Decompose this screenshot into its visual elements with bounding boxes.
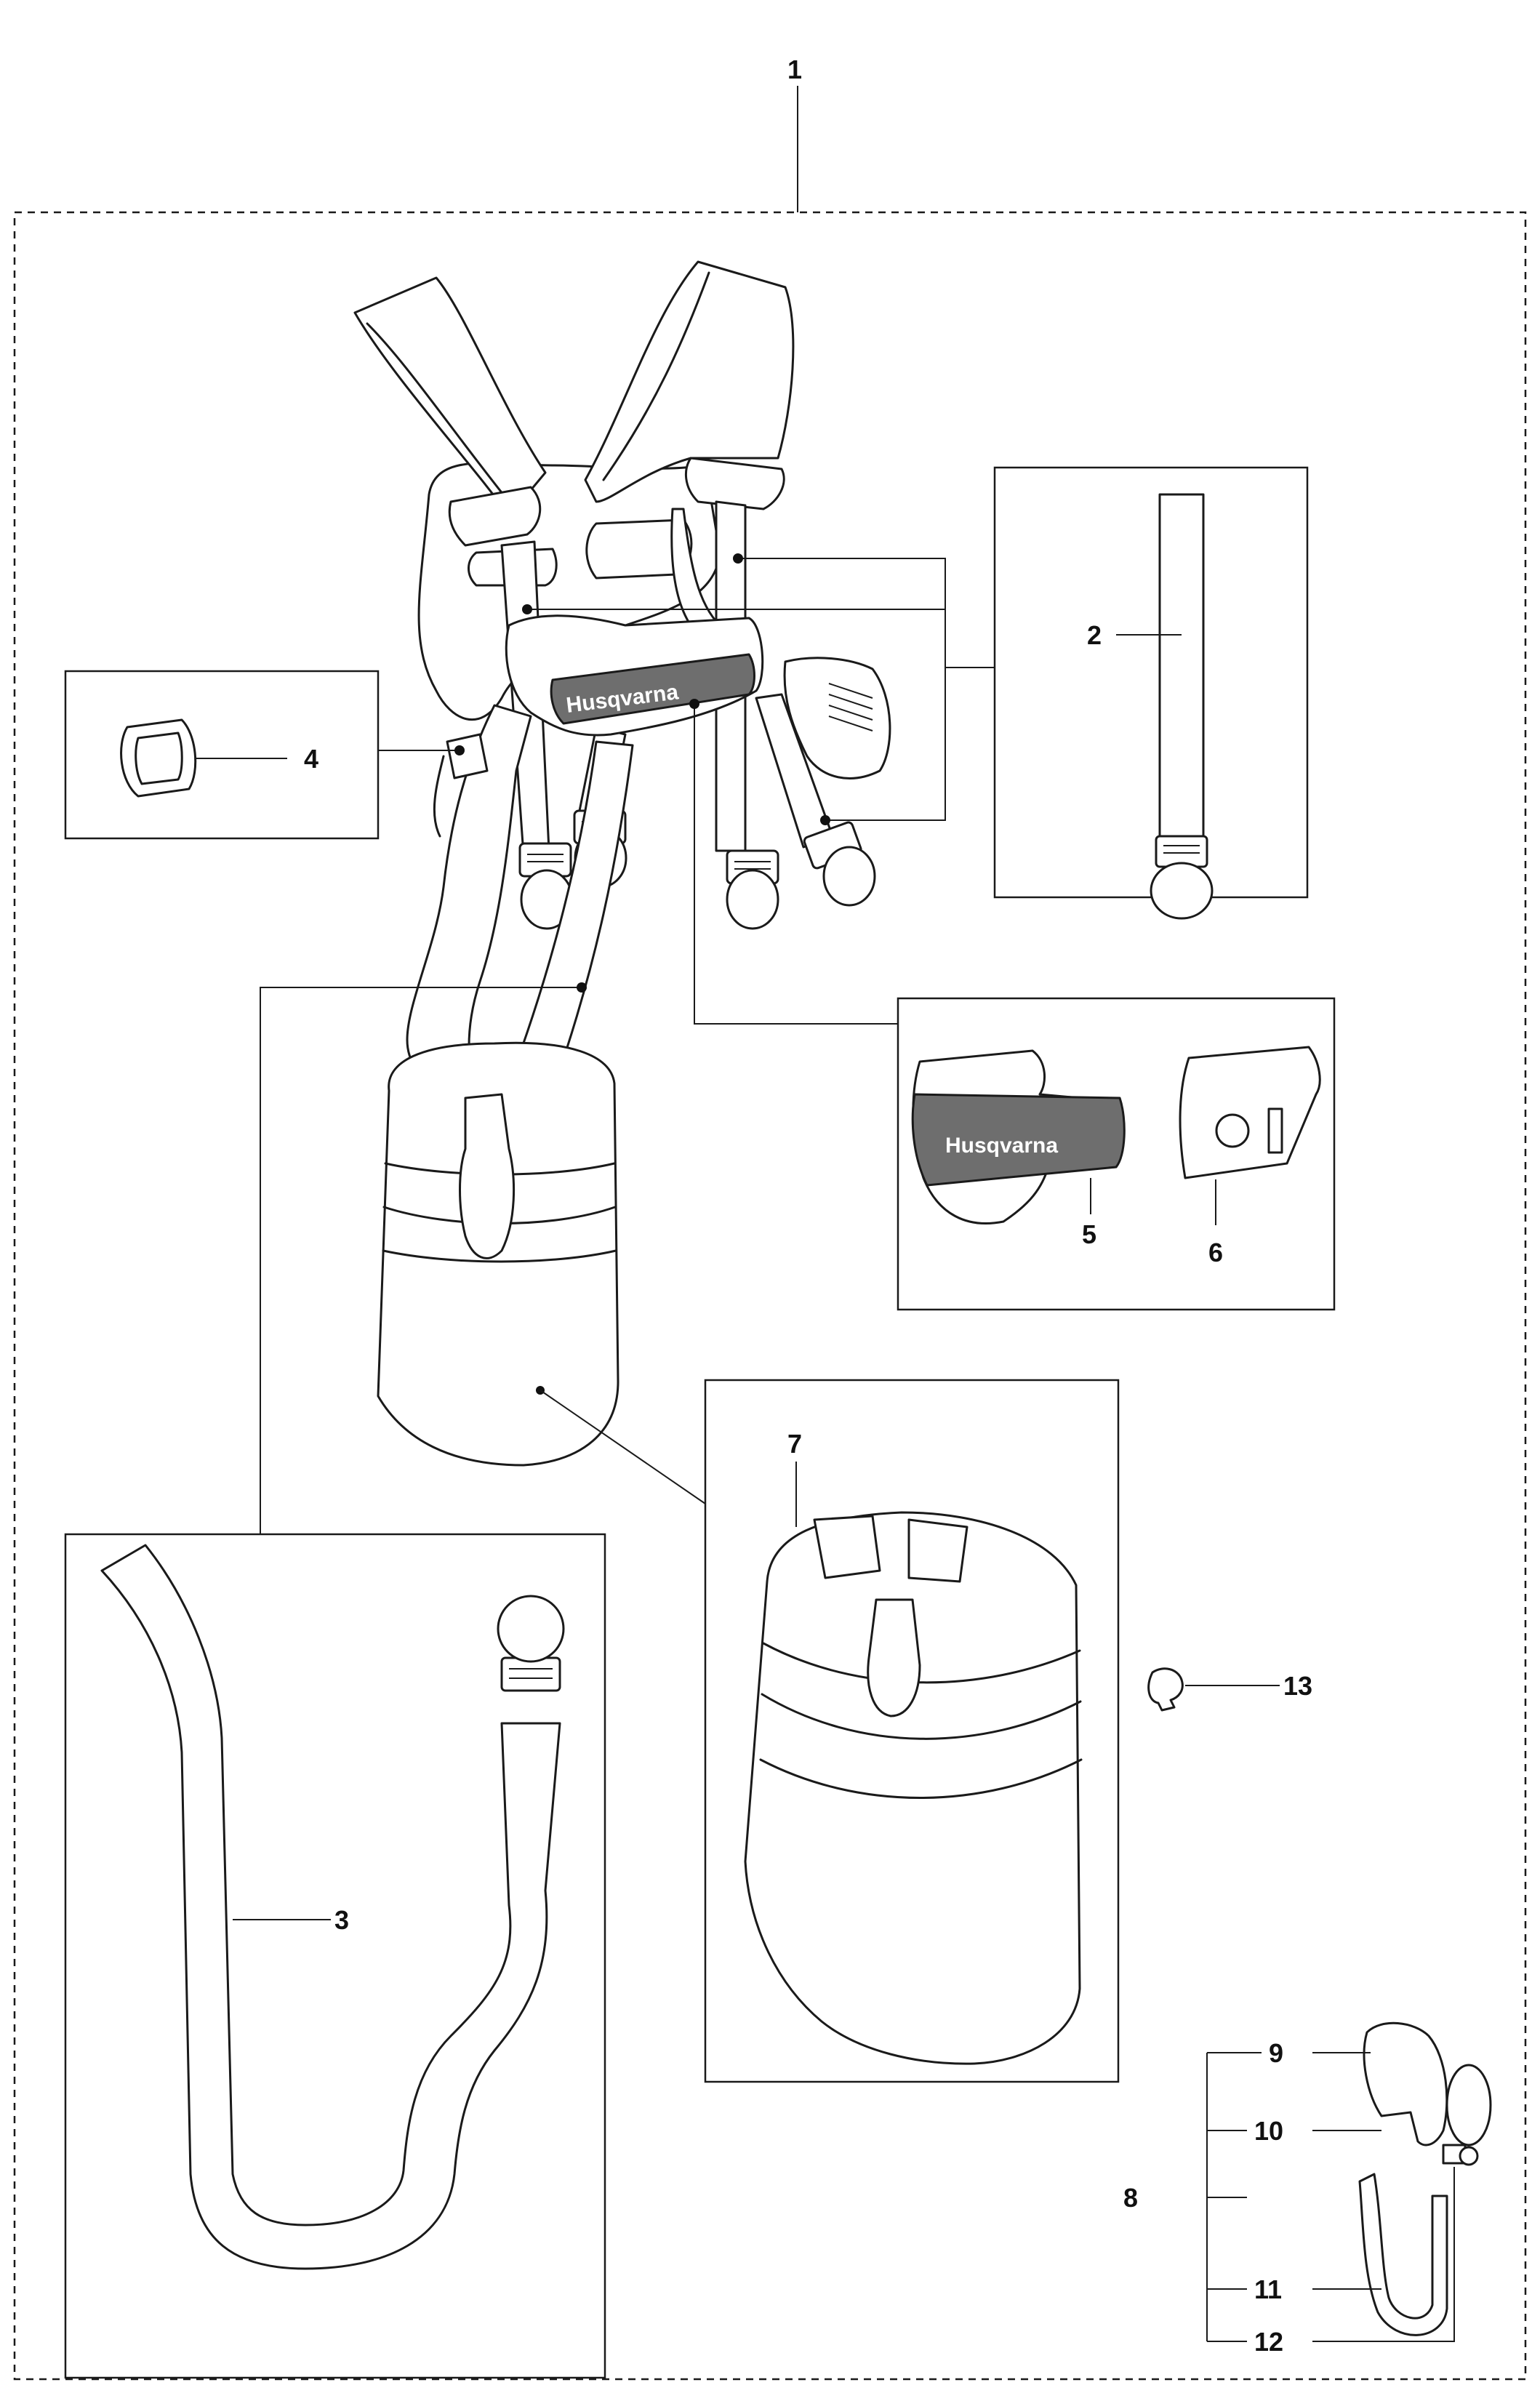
part-13: 13 <box>1147 1667 1312 1712</box>
side-adjuster <box>446 733 489 779</box>
part-7-straps-top <box>813 1515 881 1579</box>
part-13-screw <box>1147 1667 1184 1712</box>
part-7-bag <box>744 1511 1081 2065</box>
right-shoulder-buckle <box>684 457 785 510</box>
right-hip-pad <box>783 657 891 779</box>
harness-main: Husqvarna <box>353 260 891 1107</box>
part-7-clip <box>867 1598 921 1717</box>
box-part-2: 2 <box>993 466 1309 920</box>
tool-bag-main <box>377 1041 619 1467</box>
leader-to-2 <box>738 558 995 668</box>
frame-part-7 <box>704 1379 1120 2083</box>
frame-part-2 <box>993 466 1309 899</box>
callout-5: 5 <box>1082 1219 1096 1249</box>
part-6-pad <box>1179 1046 1321 1179</box>
callout-11: 11 <box>1254 2274 1282 2304</box>
box-part-7: 7 <box>704 1379 1120 2083</box>
callout-8: 8 <box>1123 2183 1138 2213</box>
left-shoulder-buckle <box>448 486 542 547</box>
hook-wire <box>1358 2173 1448 2336</box>
callout-4: 4 <box>304 744 318 774</box>
callout-2: 2 <box>1087 620 1102 650</box>
box-part-4: 4 <box>64 670 380 840</box>
callout-1: 1 <box>787 55 802 84</box>
callout-3: 3 <box>334 1905 349 1935</box>
frame-part-4 <box>64 670 380 840</box>
callout-9: 9 <box>1269 2038 1283 2068</box>
callout-12: 12 <box>1254 2327 1283 2357</box>
leaders-main <box>260 553 995 1534</box>
callout-7: 7 <box>787 1429 802 1459</box>
box-parts-5-6: Husqvarna 5 6 <box>897 997 1336 1311</box>
part-2-strap <box>1158 493 1205 845</box>
box-part-3: 3 <box>64 1533 606 2379</box>
dashed-assembly-frame <box>13 211 1527 2381</box>
brand-part-5: Husqvarna <box>945 1134 1058 1158</box>
leader-to-3 <box>260 987 582 1534</box>
callout-10: 10 <box>1254 2116 1283 2146</box>
chest-pad-band <box>550 653 755 725</box>
right-shoulder-strap <box>584 260 795 503</box>
frame-parts-5-6 <box>897 997 1336 1311</box>
part-5-band <box>911 1093 1126 1187</box>
parts-8-12: 8 9 10 11 12 <box>1123 2021 1492 2357</box>
hook-body <box>1363 2021 1448 2147</box>
callout-6: 6 <box>1208 1238 1223 1267</box>
frame-part-3 <box>64 1533 606 2379</box>
part-3-strap <box>100 1544 561 2270</box>
tool-bag-clip <box>459 1093 516 1259</box>
leader-to-5-6 <box>694 704 898 1025</box>
leader-to-7 <box>540 1390 706 1504</box>
callout-13: 13 <box>1283 1671 1312 1701</box>
assembly-boundary: 1 <box>13 55 1527 2381</box>
